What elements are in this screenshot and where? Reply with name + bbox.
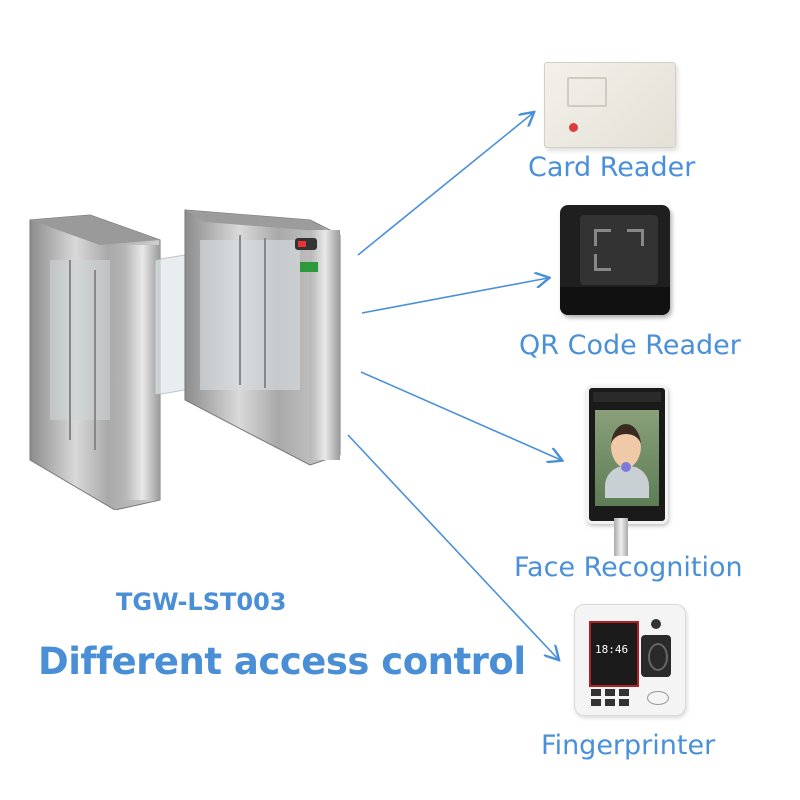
headline: Different access control (38, 640, 526, 683)
camera-icon (651, 619, 661, 629)
fingerprint-terminal-image: 18:46 (574, 604, 686, 716)
qr-reader-image (560, 205, 670, 315)
face-screen (595, 410, 659, 506)
fingerprint-screen: 18:46 (589, 621, 639, 687)
model-number: TGW-LST003 (116, 588, 287, 616)
face-stand-pole (614, 518, 628, 556)
rfid-icon (647, 691, 669, 705)
card-reader-image (544, 62, 676, 148)
face-recognition-image (586, 385, 668, 524)
card-reader-label: Card Reader (528, 152, 696, 183)
fingerprinter-label: Fingerprinter (541, 730, 716, 761)
status-led-icon (569, 123, 578, 132)
arrow-qr-reader (361, 278, 548, 314)
arrow-face-recognition (360, 371, 561, 460)
qr-reader-label: QR Code Reader (519, 330, 741, 361)
arrow-card-reader (357, 113, 533, 256)
card-slot (567, 77, 607, 107)
qr-scan-window (580, 215, 658, 285)
face-avatar-icon (611, 424, 641, 468)
arrow-fingerprinter (347, 434, 558, 659)
face-recognition-label: Face Recognition (514, 552, 743, 583)
check-icon (621, 462, 631, 472)
screen-time: 18:46 (595, 643, 629, 656)
turnstile-gate-image (29, 209, 341, 510)
fingerprint-sensor-icon (641, 635, 671, 677)
